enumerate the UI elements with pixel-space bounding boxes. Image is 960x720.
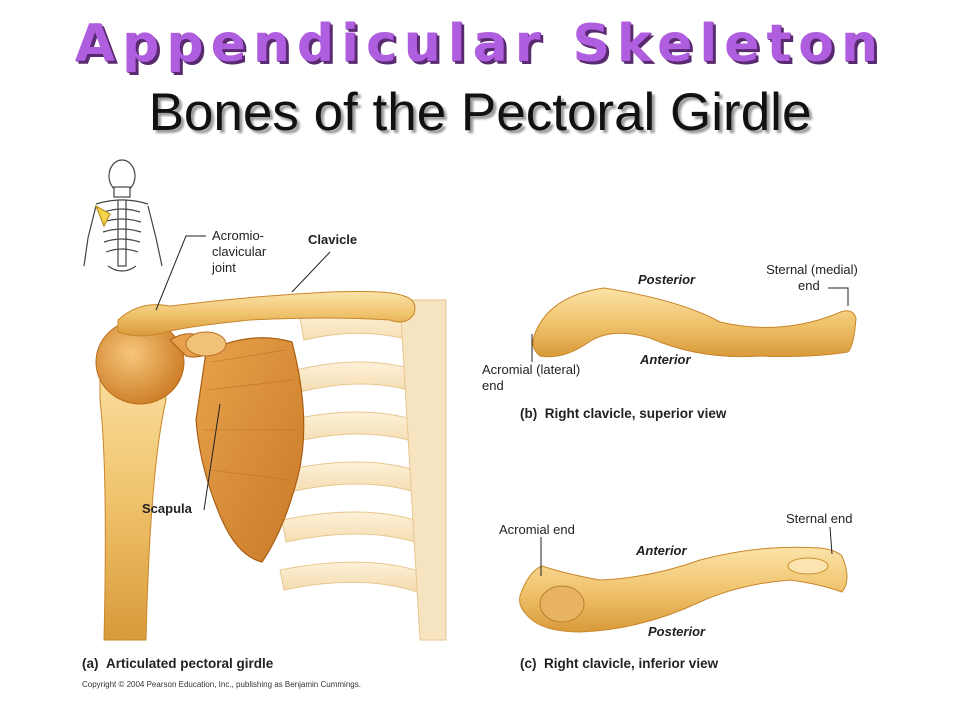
clavicle-bone-a (117, 291, 416, 337)
slide-title: Appendicular Skeleton (74, 14, 886, 74)
clavicle-superior-view (532, 287, 857, 358)
acromioclavicular-joint-label: Acromio- clavicular joint (212, 228, 267, 275)
caption-b: (b) Right clavicle, superior view (520, 406, 727, 421)
humerus-bone (95, 319, 185, 641)
caption-c: (c) Right clavicle, inferior view (520, 656, 719, 671)
posterior-label-b: Posterior (638, 272, 696, 287)
leader-lines (155, 235, 849, 576)
copyright-notice: Copyright © 2004 Pearson Education, Inc.… (82, 680, 361, 689)
anterior-label-b: Anterior (640, 352, 691, 367)
ribcage (279, 299, 447, 641)
slide-subtitle: Bones of the Pectoral Girdle (148, 83, 812, 142)
caption-a: (a) Articulated pectoral girdle (82, 656, 274, 671)
acromial-end-label: Acromial end (499, 522, 575, 537)
sternal-end-label: Sternal end (786, 511, 853, 526)
clavicle-inferior-view (519, 546, 848, 633)
sternal-medial-end-label: Sternal (medial) end (766, 262, 858, 293)
scapula-label: Scapula (142, 501, 192, 516)
posterior-label-c: Posterior (648, 624, 706, 639)
acromial-lateral-end-label: Acromial (lateral) end (482, 362, 581, 393)
anterior-label-c: Anterior (636, 543, 687, 558)
scapula-bone (195, 337, 305, 563)
skeleton-thumbnail-icon (83, 159, 163, 272)
clavicle-label: Clavicle (308, 232, 358, 247)
